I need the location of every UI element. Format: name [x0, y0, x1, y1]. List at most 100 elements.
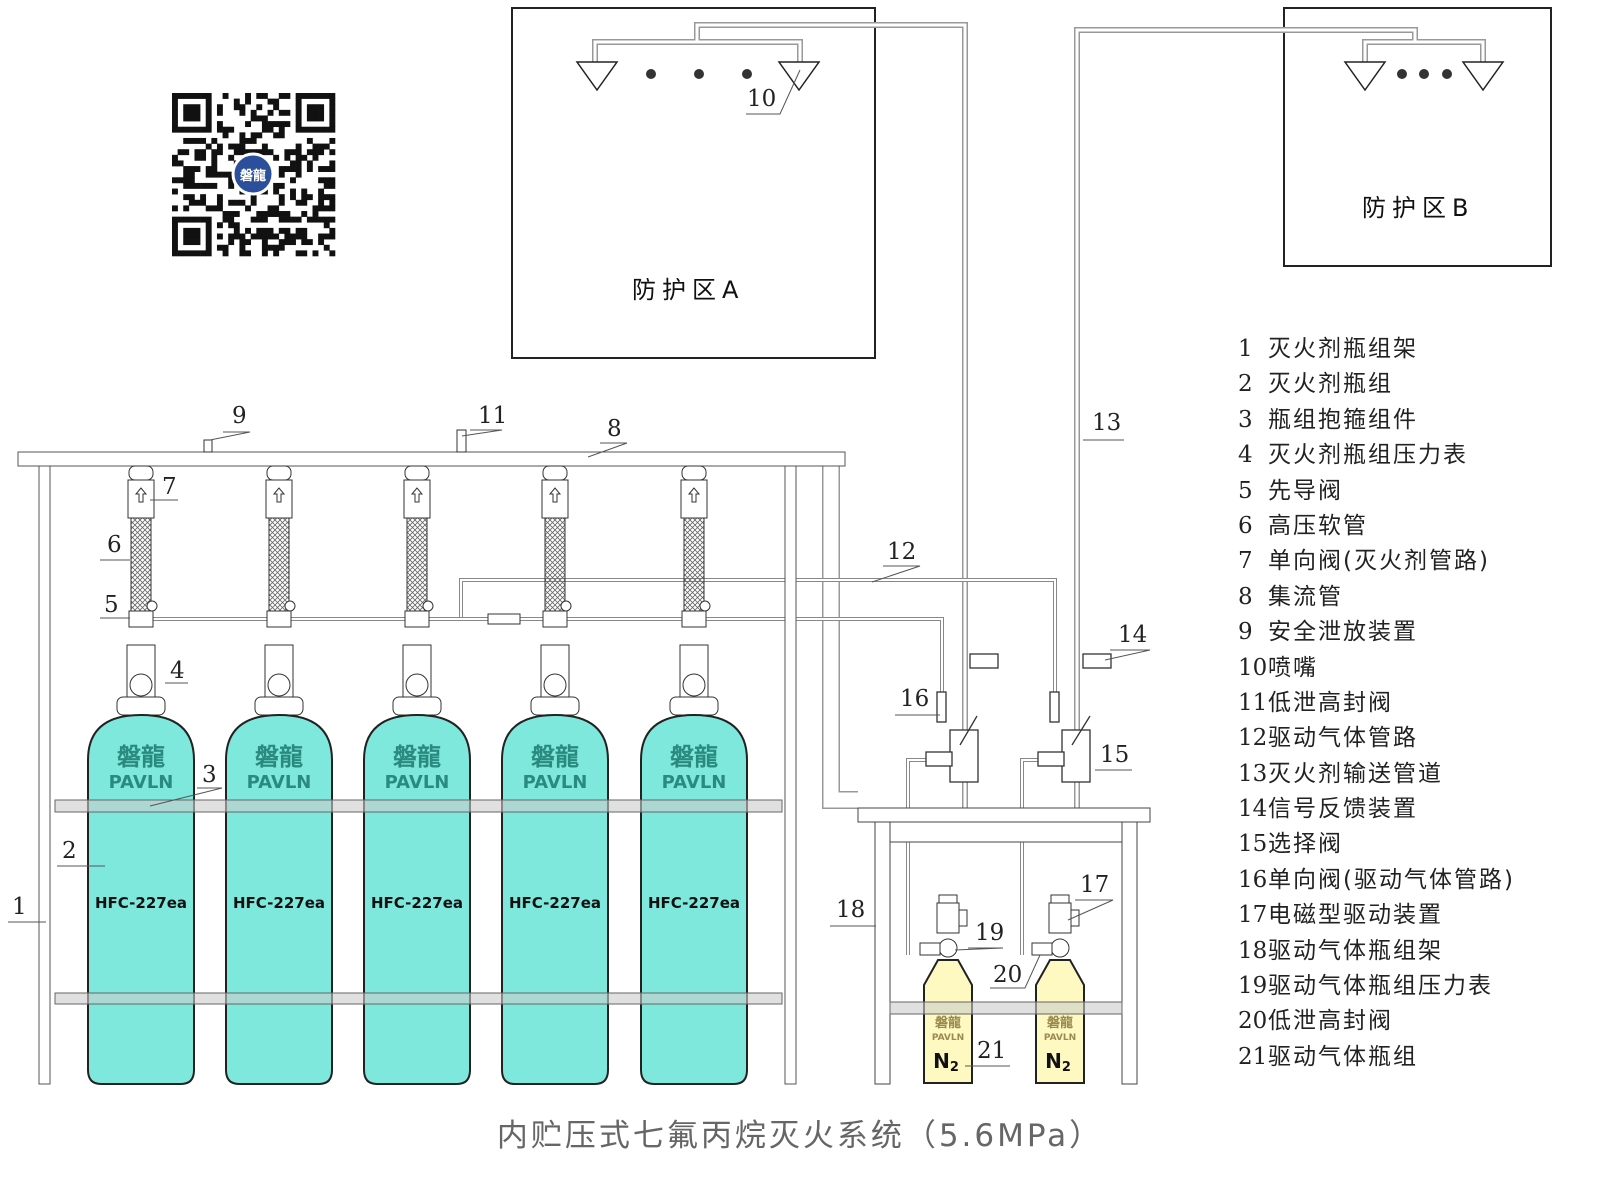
callout-leader	[209, 431, 251, 441]
callout-number: 10	[747, 86, 776, 112]
pressure-gauge	[543, 673, 567, 697]
qr-logo	[231, 152, 275, 196]
legend-text: 选择阀	[1268, 831, 1343, 858]
svg-text:磐龍: 磐龍	[531, 743, 579, 771]
pilot-valve	[128, 610, 154, 628]
svg-text:PAVLN: PAVLN	[932, 1033, 964, 1043]
svg-text:HFC-227ea: HFC-227ea	[648, 894, 740, 912]
legend-item: 12驱动气体管路	[1238, 721, 1515, 756]
check-valve-inline	[487, 613, 521, 625]
svg-text:PAVLN: PAVLN	[662, 772, 727, 793]
high-pressure-hose	[268, 517, 290, 614]
pressure-gauge	[405, 673, 429, 697]
legend-number: 18	[1238, 937, 1268, 964]
callout-number: 14	[1118, 622, 1147, 648]
svg-text:PAVLN: PAVLN	[109, 772, 174, 793]
callout-leader	[461, 429, 503, 437]
callout-number: 13	[1092, 410, 1121, 436]
svg-text:磐龍: 磐龍	[240, 168, 266, 184]
nozzle	[777, 61, 821, 92]
callout-leader	[1104, 649, 1151, 661]
n2-low-leak-valve	[919, 942, 941, 956]
legend-number: 9	[1238, 619, 1253, 646]
nozzle	[575, 61, 619, 92]
legend-item: 19驱动气体瓶组压力表	[1238, 969, 1515, 1004]
svg-text:PAVLN: PAVLN	[385, 772, 450, 793]
legend-text: 驱动气体瓶组压力表	[1268, 973, 1493, 1000]
legend-item: 20低泄高封阀	[1238, 1004, 1515, 1039]
solenoid-actuator	[936, 902, 960, 934]
callout-number: 4	[170, 658, 185, 684]
svg-text:磐龍: 磐龍	[393, 743, 441, 771]
legend-number: 5	[1238, 477, 1253, 504]
legend-number: 2	[1238, 371, 1253, 398]
legend-text: 驱动气体瓶组	[1268, 1043, 1418, 1070]
legend-number: 6	[1238, 512, 1253, 539]
diagram-title: 内贮压式七氟丙烷灭火系统（5.6MPa）	[496, 1118, 1104, 1154]
callout-leader	[1067, 899, 1114, 921]
callout-number: 15	[1100, 742, 1129, 768]
callout-number: 2	[62, 838, 77, 864]
pilot-valve	[404, 610, 430, 628]
legend-text: 低泄高封阀	[1268, 689, 1393, 716]
legend-text: 单向阀(驱动气体管路)	[1268, 866, 1515, 893]
legend-number: 4	[1238, 442, 1253, 469]
solenoid-actuator	[1048, 902, 1072, 934]
pressure-gauge	[267, 673, 291, 697]
callout-number: 8	[607, 416, 622, 442]
cylinder-rack	[38, 465, 797, 1085]
pilot-valve	[266, 610, 292, 628]
callout-number: 12	[887, 539, 916, 565]
legend-item: 4 灭火剂瓶组压力表	[1238, 438, 1515, 473]
callout-leader	[587, 442, 628, 458]
nozzle	[1343, 61, 1387, 92]
legend-number: 21	[1238, 1043, 1268, 1070]
n2-pressure-gauge	[1050, 938, 1070, 958]
manifold	[17, 451, 846, 467]
callout-number: 19	[975, 920, 1004, 946]
legend-number: 19	[1238, 973, 1268, 1000]
legend-text: 瓶组抱箍组件	[1268, 406, 1418, 433]
callout-leader	[954, 947, 1004, 951]
legend-number: 7	[1238, 548, 1253, 575]
check-valve	[541, 479, 569, 519]
svg-text:磐龍: 磐龍	[1047, 1015, 1073, 1031]
legend-text: 灭火剂瓶组压力表	[1268, 442, 1468, 469]
callout-number: 16	[900, 686, 929, 712]
legend-text: 集流管	[1268, 583, 1343, 610]
callout-number: 9	[232, 403, 247, 429]
pilot-line	[130, 617, 944, 700]
legend-item: 14信号反馈装置	[1238, 792, 1515, 827]
n2-low-leak-valve	[1031, 942, 1053, 956]
legend-item: 17电磁型驱动装置	[1238, 898, 1515, 933]
svg-text:HFC-227ea: HFC-227ea	[233, 894, 325, 912]
check-valve	[265, 479, 293, 519]
legend-item: 6 高压软管	[1238, 509, 1515, 544]
legend-number: 17	[1238, 902, 1268, 929]
agent-cylinders: 磐龍PAVLNHFC-227ea磐龍PAVLNHFC-227ea磐龍PAVLNH…	[87, 465, 748, 1085]
callout-number: 7	[162, 474, 177, 500]
pilot-valve	[542, 610, 568, 628]
legend-number: 11	[1238, 689, 1268, 716]
high-pressure-hose	[683, 517, 705, 614]
low-leak-valve	[456, 429, 467, 453]
legend-number: 1	[1238, 336, 1253, 362]
legend-text: 灭火剂瓶组	[1268, 371, 1393, 398]
legend-text: 高压软管	[1268, 512, 1368, 539]
high-pressure-hose	[544, 517, 566, 614]
callout-number: 17	[1080, 872, 1109, 898]
qr-code: 磐龍	[172, 93, 336, 257]
legend-text: 驱动气体管路	[1268, 725, 1418, 752]
legend-item: 18驱动气体瓶组架	[1238, 934, 1515, 969]
zone-a-label: 防护区A	[632, 276, 744, 304]
check-valve	[680, 479, 708, 519]
